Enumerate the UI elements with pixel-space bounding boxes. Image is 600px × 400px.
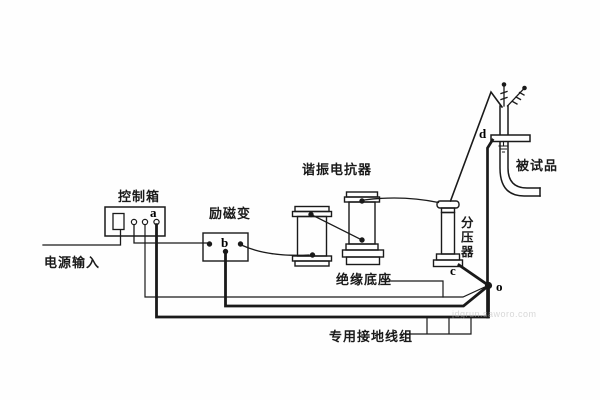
- ground-bus-main: [155, 223, 490, 319]
- earth-symbol: [498, 140, 509, 153]
- wire-reactor2-to-divider: [363, 197, 440, 204]
- terminal-label-d: d: [479, 126, 487, 141]
- label-ground-wire-set: 专用接地线组: [329, 329, 414, 344]
- power-input-wire: [42, 229, 122, 246]
- terminal-label-a: a: [150, 205, 157, 220]
- label-voltage-divider: 分压器: [458, 216, 473, 260]
- label-test-object: 被试品: [516, 158, 559, 173]
- ground-wire-group-lines: [403, 317, 472, 335]
- wire-excitation-to-reactor1: [241, 244, 310, 256]
- base-ground-step-wire: [388, 280, 444, 298]
- wire-ctrl-to-excitation: [133, 223, 209, 244]
- reactor-1: [291, 205, 333, 267]
- label-control-box: 控制箱: [118, 189, 161, 204]
- cable-core-strands: [500, 84, 525, 107]
- hv-overhead-wire: [449, 90, 504, 203]
- label-insulation-base: 绝缘底座: [336, 272, 393, 287]
- ground-clamp-bar: [490, 134, 531, 143]
- ground-wire-thin: [144, 224, 489, 298]
- junction-o-dot: [484, 281, 493, 290]
- reactor-2: [343, 191, 381, 251]
- wire-d-to-ground-bus: [486, 138, 495, 319]
- terminal-1: [130, 218, 138, 226]
- reactor2-mid-dot: [359, 237, 365, 243]
- terminal-label-c: c: [450, 263, 456, 278]
- control-box-switch: [112, 212, 125, 231]
- insulation-base: [341, 249, 385, 266]
- label-excitation-transformer: 励磁变: [209, 206, 252, 221]
- wire-c-to-o: [457, 263, 490, 287]
- strand-tip-dot-1: [501, 82, 507, 87]
- test-object-tube: [499, 105, 541, 197]
- terminal-label-o: o: [496, 279, 503, 294]
- voltage-divider: [432, 200, 464, 268]
- excitation-right-dot: [237, 241, 244, 247]
- reactor2-top-dot: [359, 198, 365, 204]
- control-box-outline: [104, 206, 166, 237]
- ground-wire-excitation: [224, 251, 490, 308]
- wire-reactor1-to-reactor2: [310, 213, 363, 241]
- reactor1-bottom-dot: [309, 252, 316, 258]
- strand-tip-dot-2: [522, 85, 527, 91]
- label-resonant-reactor: 谐振电抗器: [302, 162, 373, 177]
- label-power-input: 电源输入: [44, 255, 101, 270]
- watermark: jdgrun.saworo.com: [452, 309, 537, 319]
- terminal-label-b: b: [221, 235, 229, 250]
- terminal-2: [141, 218, 149, 226]
